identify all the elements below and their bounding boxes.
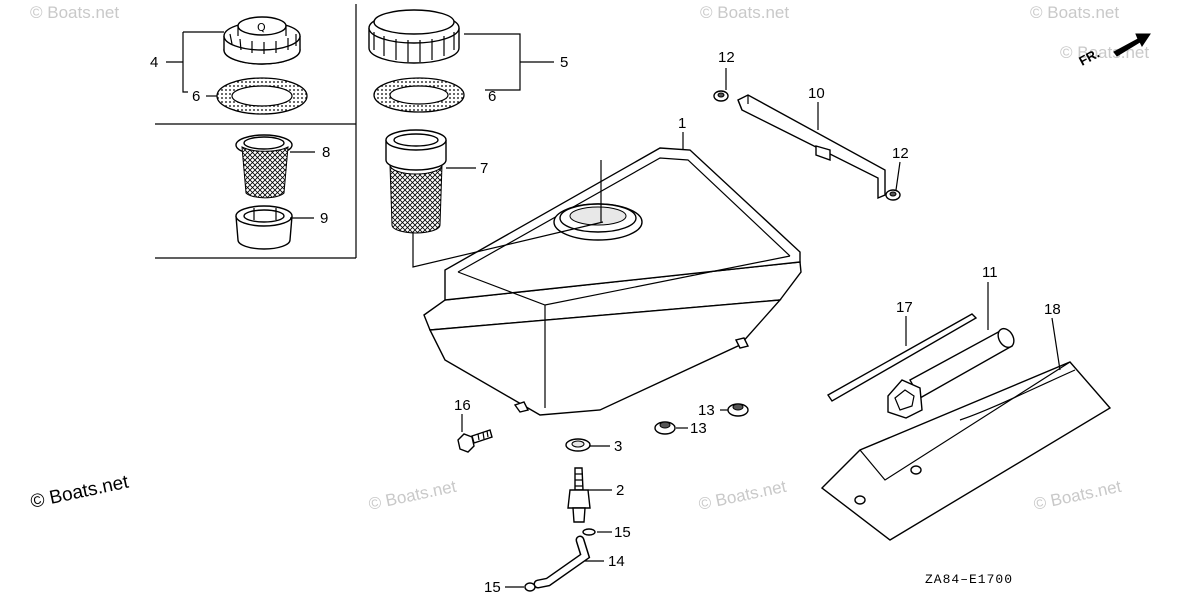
callout-8: 8: [322, 144, 330, 161]
callout-12-right: 12: [892, 145, 909, 162]
watermark-text: © Boats.net: [1060, 43, 1149, 62]
nut-a: [727, 403, 749, 417]
diagram-code: ZA84–E1700: [925, 572, 1013, 587]
watermark-text: © Boats.net: [1032, 477, 1123, 514]
watermark-text: © Boats.net: [700, 3, 789, 22]
callout-3: 3: [614, 438, 622, 455]
callout-13-lower: 13: [690, 420, 707, 437]
callout-18: 18: [1044, 301, 1061, 318]
callout-12-top: 12: [718, 49, 735, 66]
flange-bolt: [457, 429, 493, 453]
strainer-collar: [235, 205, 293, 250]
fuel-filter-basket: [385, 129, 447, 234]
cap-gasket: [373, 77, 465, 113]
callout-9: 9: [320, 210, 328, 227]
callout-7: 7: [480, 160, 488, 177]
watermark-text: © Boats.net: [30, 3, 119, 22]
fuel-strainer-alt: [235, 134, 293, 199]
callout-14: 14: [608, 553, 625, 570]
callout-15-lower: 15: [484, 579, 501, 596]
arrow-right-icon: [1113, 33, 1151, 57]
site-watermark: © Boats.net: [29, 472, 131, 513]
watermark-text: © Boats.net: [697, 477, 788, 514]
hose-clip-b: [524, 582, 536, 592]
callout-17: 17: [896, 299, 913, 316]
callout-11: 11: [982, 264, 998, 281]
callout-6: 6: [488, 88, 496, 105]
plug-wrench: [887, 327, 1015, 419]
callout-5: 5: [560, 54, 568, 71]
cap-gasket-alt: [216, 77, 308, 115]
fuel-cap-alt: Q: [223, 16, 301, 65]
callout-1: 1: [678, 115, 686, 132]
flange-nut-b: [885, 189, 901, 201]
fuel-tube: [533, 535, 591, 589]
callout-labels: 4 6 8 9 5 6 7 1 12 10 12 11 17 18 13 13 …: [150, 49, 1061, 596]
callout-6-inset: 6: [192, 88, 200, 105]
tool-bag: [820, 361, 1112, 541]
leader-lines: [166, 31, 1061, 588]
callout-2: 2: [616, 482, 624, 499]
callout-15-upper: 15: [614, 524, 631, 541]
fuel-valve: [567, 467, 591, 523]
watermark-text: © Boats.net: [367, 477, 458, 514]
watermark-text: © Boats.net: [1030, 3, 1119, 22]
tank-bracket: [737, 94, 886, 200]
tool-rod: [826, 313, 978, 402]
fuel-cap: [368, 9, 460, 64]
callout-4: 4: [150, 54, 158, 71]
fuel-tank: [423, 147, 802, 416]
inset-box: [155, 4, 357, 259]
flange-nut-a: [713, 90, 729, 102]
washer: [565, 438, 591, 452]
nut-b: [654, 421, 676, 435]
svg-text:Q: Q: [257, 21, 266, 34]
callout-13-upper: 13: [698, 402, 715, 419]
callout-10: 10: [808, 85, 825, 102]
hose-clip-a: [582, 528, 596, 536]
callout-16: 16: [454, 397, 471, 414]
